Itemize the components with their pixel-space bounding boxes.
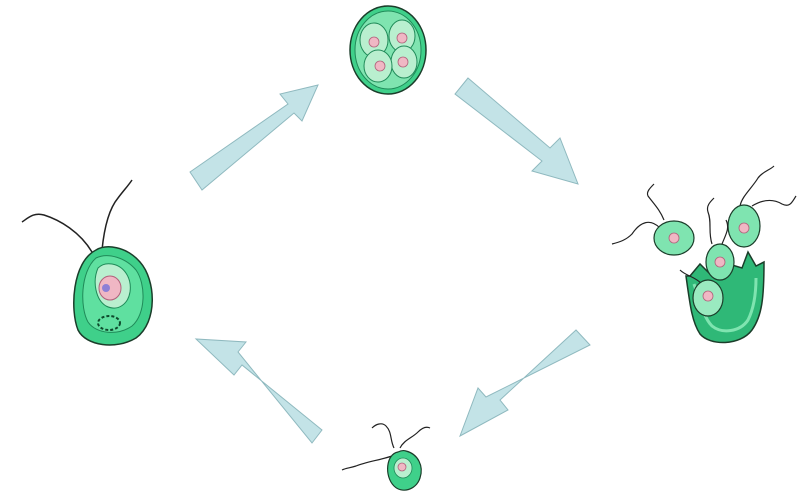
nucleus bbox=[375, 61, 385, 71]
nucleus bbox=[703, 291, 713, 301]
nucleolus bbox=[102, 284, 110, 292]
four-daughter-cells-icon bbox=[350, 6, 426, 94]
nucleus bbox=[398, 463, 406, 471]
nucleus bbox=[369, 37, 379, 47]
nucleus bbox=[715, 257, 725, 267]
nucleus bbox=[397, 33, 407, 43]
nucleus bbox=[739, 223, 749, 233]
nucleus bbox=[669, 233, 679, 243]
nucleus bbox=[398, 57, 408, 67]
